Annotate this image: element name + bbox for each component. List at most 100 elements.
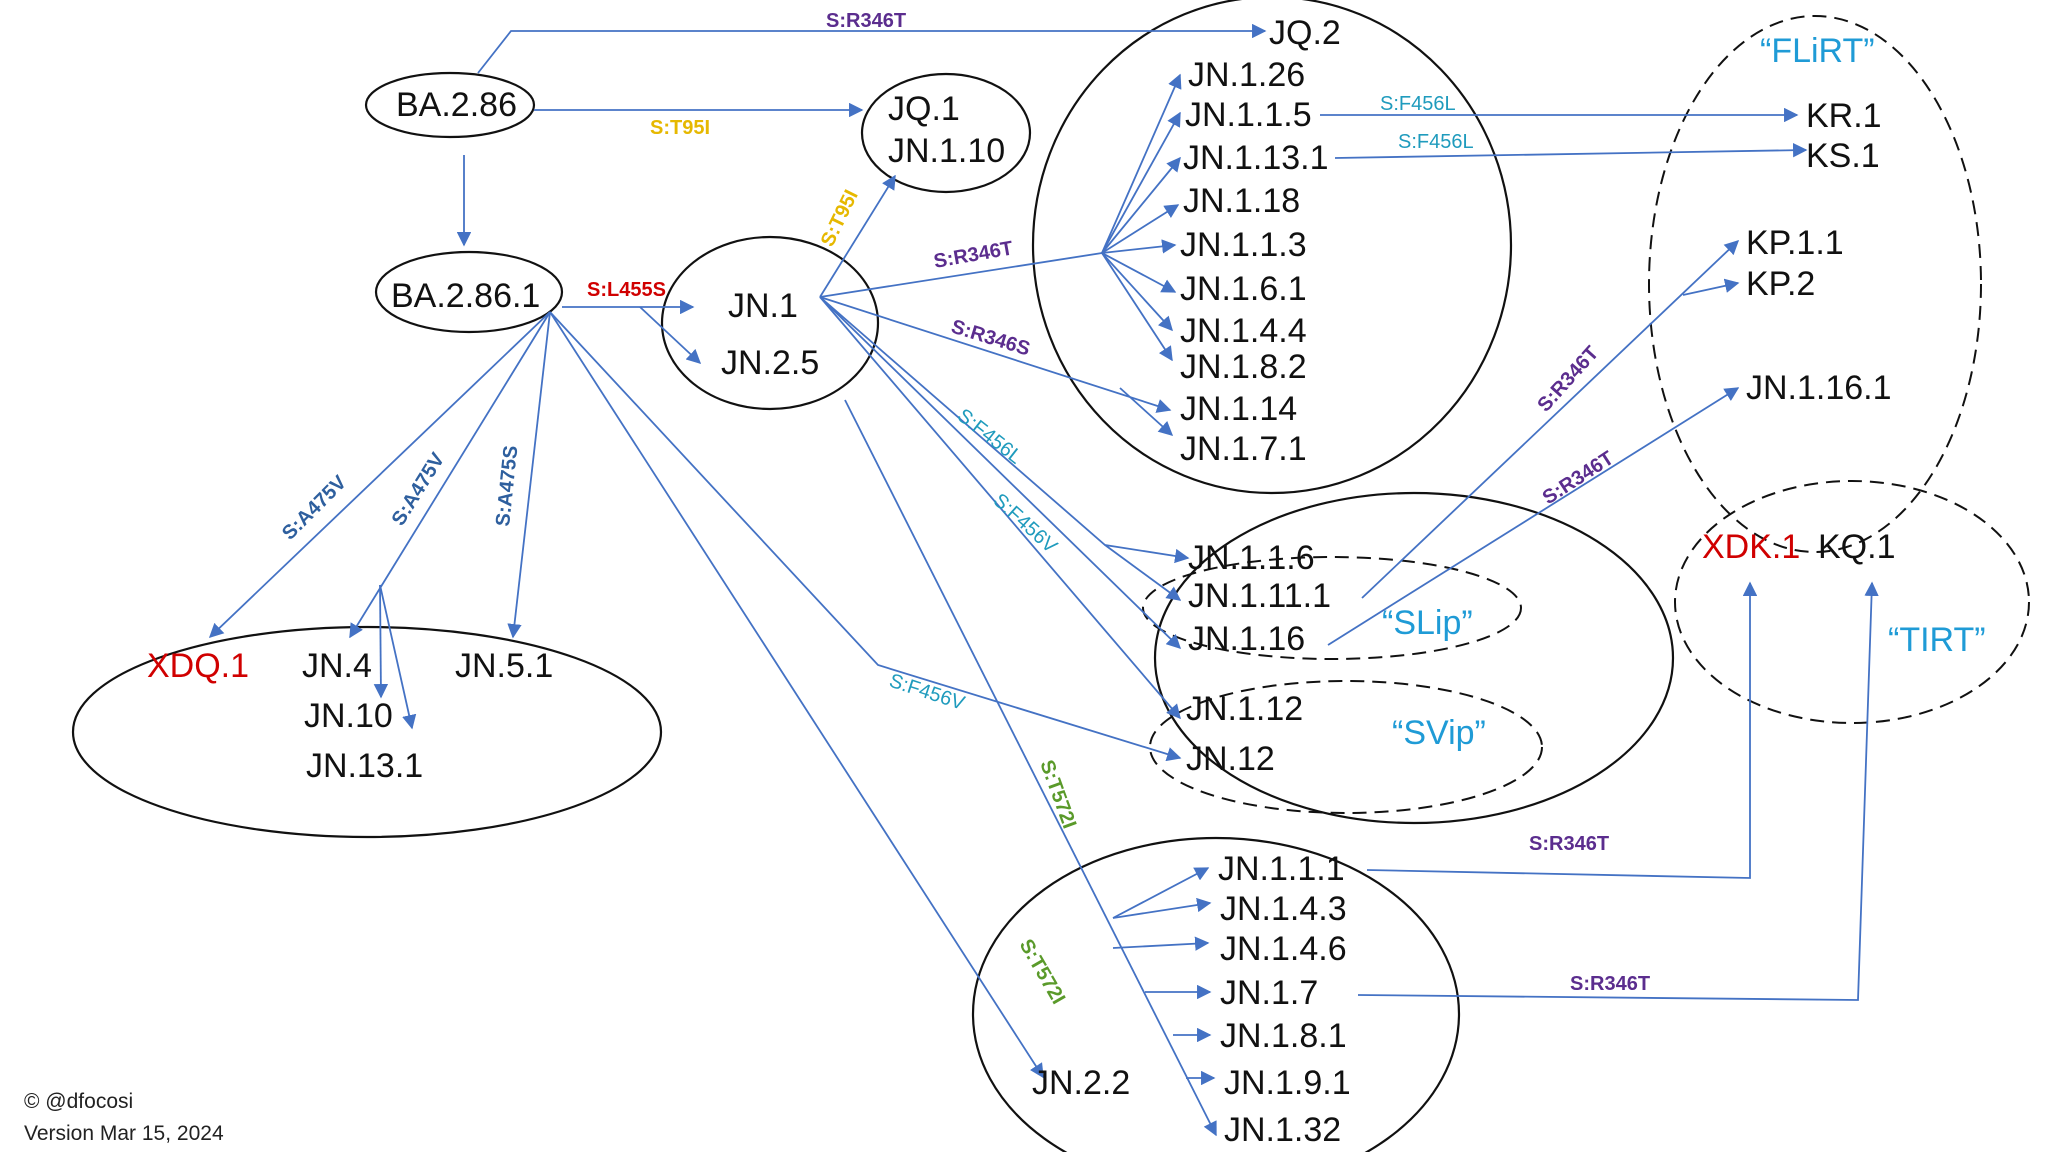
version-date: Version Mar 15, 2024: [24, 1122, 224, 1145]
node-ks1: KS.1: [1806, 137, 1880, 175]
slip-group-ellipse: [1142, 556, 1522, 660]
group-label-slip: “SLip”: [1382, 604, 1473, 642]
flirt-group-ellipse: [1648, 15, 1982, 553]
mutation-label: S:L455S: [587, 279, 666, 301]
edge-jn1-jn171: [1119, 387, 1174, 436]
node-jn1131: JN.1.13.1: [1183, 139, 1329, 177]
node-xdk1: XDK.1: [1702, 528, 1800, 566]
edge-jn1-jn132: [844, 399, 1217, 1137]
mutation-label: S:T572I: [1035, 757, 1080, 831]
edge-ba2861-jn4: [349, 311, 551, 639]
node-ba286: BA.2.86: [396, 86, 517, 124]
node-jn10: JN.10: [304, 697, 393, 735]
edge-branch-jn10: [373, 584, 389, 699]
mutation-label: S:R346T: [1539, 447, 1618, 509]
node-jn171: JN.1.7.1: [1180, 430, 1307, 468]
node-jn25: JN.2.5: [721, 344, 819, 382]
edge-kp-branch-kp2: [1682, 278, 1740, 296]
group-label-svip: “SVip”: [1392, 714, 1486, 752]
edge-hub-jn144: [1101, 252, 1173, 332]
edge-hub-jn118: [1101, 204, 1180, 254]
edge-hub-jn182: [1101, 252, 1173, 362]
node-kp2: KP.2: [1746, 265, 1815, 303]
node-jn1: JN.1: [728, 287, 798, 325]
edge-jn1-jn112: [819, 296, 1181, 720]
mutation-label: S:T95I: [650, 117, 710, 139]
node-kr1: KR.1: [1806, 97, 1882, 135]
node-jn182: JN.1.8.2: [1180, 348, 1307, 386]
edge-jn1_16-jn1161: [1327, 387, 1740, 646]
mutation-label: S:R346T: [932, 237, 1015, 273]
node-jn112: JN.1.12: [1186, 690, 1303, 728]
ba2861-ellipse: [374, 250, 564, 334]
node-jn116: JN.1.1.6: [1188, 539, 1315, 577]
node-jq1: JQ.1: [888, 90, 960, 128]
mutation-label: S:R346T: [1529, 833, 1609, 855]
mutation-label: S:R346T: [1570, 973, 1650, 995]
node-jn1111b: JN.1.1.1: [1218, 850, 1345, 888]
mutation-label: S:T572I: [1015, 936, 1070, 1009]
node-jn110: JN.1.10: [888, 132, 1005, 170]
copyright-credit: © @dfocosi: [24, 1090, 133, 1113]
slip-svip-ellipse: [1153, 491, 1675, 825]
node-ba2861: BA.2.86.1: [391, 277, 540, 315]
node-jn132: JN.1.32: [1224, 1111, 1341, 1149]
node-jn114: JN.1.14: [1180, 390, 1297, 428]
t572i-ellipse: [971, 836, 1461, 1152]
edge-jn1-jn114: [819, 296, 1172, 413]
tirt-group-ellipse: [1674, 480, 2030, 724]
node-jn161: JN.1.6.1: [1180, 270, 1307, 308]
edge-jn1-r346t-hub: [819, 252, 1103, 298]
node-jn118: JN.1.18: [1183, 182, 1300, 220]
node-jn22: JN.2.2: [1032, 1064, 1130, 1102]
edge-branch-jn131: [379, 584, 417, 730]
edge-jn17-kq1: [1357, 581, 1879, 1001]
mutation-label: S:A475V: [278, 471, 351, 544]
edge-jn1111b-xdk1: [1366, 581, 1758, 879]
edge-t572i-jn143: [1112, 897, 1212, 919]
edge-ba2861-jn12: [549, 311, 1182, 762]
edge-t572i-jn1111b: [1112, 867, 1210, 919]
edge-jn1111-kp11: [1361, 240, 1740, 599]
edge-ba2861-jn51: [507, 311, 551, 639]
group-label-flirt: “FLiRT”: [1760, 32, 1875, 70]
jn1-children-circle: [1031, 0, 1513, 495]
node-kq1: KQ.1: [1818, 528, 1895, 566]
ba286-ellipse: [364, 71, 536, 139]
node-jq2: JQ.2: [1269, 14, 1341, 52]
node-jn113: JN.1.1.3: [1180, 226, 1307, 264]
node-jn1111: JN.1.11.1: [1188, 577, 1331, 615]
edge-ba2861-xdq1: [208, 311, 551, 638]
node-jn12: JN.12: [1186, 740, 1275, 778]
node-jn4: JN.4: [302, 647, 372, 685]
edge-ba2861-jn22: [549, 311, 1044, 1079]
mutation-label: S:F456L: [1380, 93, 1456, 115]
edge-hub-jn113: [1101, 239, 1177, 254]
node-jn143: JN.1.4.3: [1220, 890, 1347, 928]
ba2861-children-ellipse: [71, 625, 663, 839]
node-jn51: JN.5.1: [455, 647, 553, 685]
mutation-label: S:R346S: [949, 316, 1033, 361]
node-jn115: JN.1.1.5: [1185, 96, 1312, 134]
edge-hub-jn161: [1101, 252, 1177, 293]
node-jn131: JN.13.1: [306, 747, 423, 785]
node-jn146: JN.1.4.6: [1220, 930, 1347, 968]
edge-hub-jn126: [1101, 73, 1182, 254]
edge-ba2861-jn25: [639, 306, 702, 364]
node-jn1161: JN.1.16.1: [1746, 369, 1892, 407]
mutation-label: S:F456L: [1398, 131, 1474, 153]
edge-t572i-jn146: [1112, 936, 1210, 951]
edge-hub-jn115: [1101, 111, 1181, 254]
edge-jn1-jn110: [819, 174, 896, 298]
mutation-label: S:R346T: [826, 10, 906, 32]
node-jn191: JN.1.9.1: [1224, 1064, 1351, 1102]
mutation-label: S:F456V: [886, 670, 967, 715]
edge-jn1131-ks1: [1334, 143, 1808, 159]
mutation-label: S:A475S: [492, 445, 522, 528]
node-jn144: JN.1.4.4: [1180, 312, 1307, 350]
node-jn1-16: JN.1.16: [1188, 620, 1305, 658]
group-label-tirt: “TIRT”: [1888, 621, 1986, 659]
edge-ba286-jq2: [477, 23, 1267, 74]
node-jn181: JN.1.8.1: [1220, 1017, 1347, 1055]
